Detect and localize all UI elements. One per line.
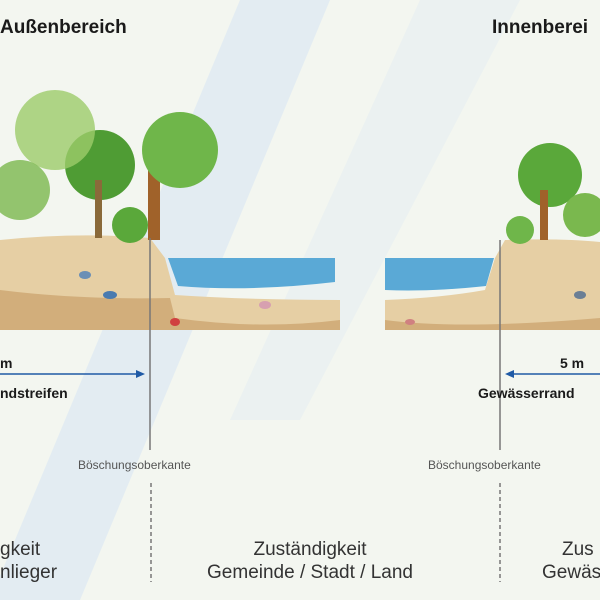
right-responsibility: Zus Gewäs xyxy=(542,538,600,584)
left-responsibility: gkeit nlieger xyxy=(0,538,57,584)
left-title: Außenbereich xyxy=(0,17,127,38)
water-right xyxy=(385,258,494,291)
left-responsibility-line1: gkeit xyxy=(0,539,41,560)
bush xyxy=(112,207,148,243)
arrow-head-right-icon xyxy=(136,370,145,378)
right-responsibility-line2: Gewäs xyxy=(542,562,600,583)
right-strip-label: Gewässerrand xyxy=(478,385,575,401)
bush xyxy=(563,193,600,237)
tree-crown xyxy=(518,143,582,207)
right-responsibility-line1: Zus xyxy=(562,539,594,560)
soil-right-bank xyxy=(385,239,600,330)
left-strip-label: ndstreifen xyxy=(0,385,68,401)
right-title: Innenberei xyxy=(492,17,589,38)
tree-trunk xyxy=(95,180,102,238)
left-distance: m xyxy=(0,355,13,371)
stone xyxy=(170,318,180,326)
right-edge-label: Böschungsoberkante xyxy=(428,458,541,472)
center-responsibility-line2: Gemeinde / Stadt / Land xyxy=(207,562,413,583)
left-responsibility-line2: nlieger xyxy=(0,562,58,583)
stone xyxy=(405,319,415,325)
center-responsibility-line1: Zuständigkeit xyxy=(253,539,367,560)
bush xyxy=(506,216,534,244)
right-distance: 5 m xyxy=(560,355,585,371)
tree-crown xyxy=(142,112,218,188)
stone xyxy=(574,291,586,299)
left-edge-label: Böschungsoberkante xyxy=(78,458,191,472)
center-responsibility: Zuständigkeit Gemeinde / Stadt / Land xyxy=(200,538,420,584)
stone xyxy=(259,301,271,309)
tree-trunk xyxy=(540,190,548,240)
tree-crown xyxy=(0,160,50,220)
soil-dark-band-right xyxy=(385,318,600,330)
stone xyxy=(79,271,91,279)
water-left xyxy=(168,258,335,289)
stone xyxy=(103,291,117,299)
tree-crown xyxy=(15,90,95,170)
soil-dark-band xyxy=(0,290,340,330)
arrow-head-left-icon xyxy=(505,370,514,378)
